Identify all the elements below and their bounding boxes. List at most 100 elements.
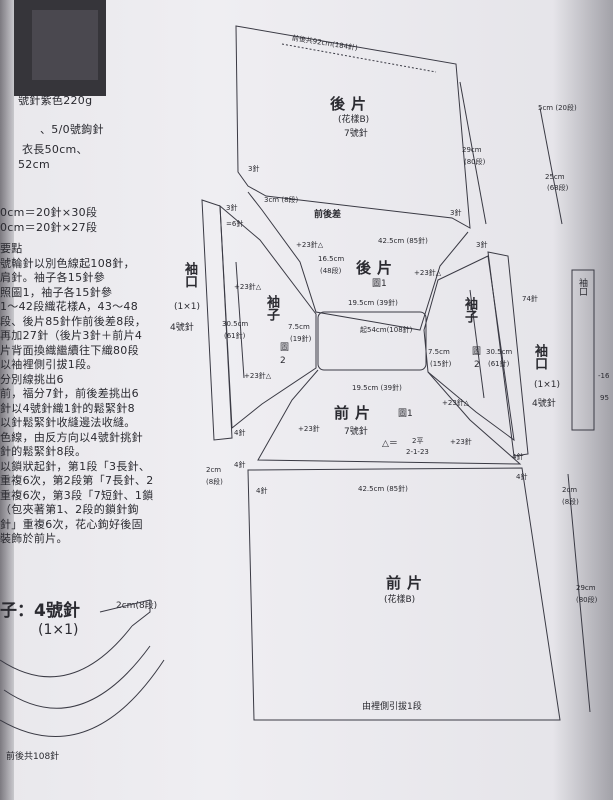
instructions-line: 照圖1，袖子各15針參 xyxy=(0,285,113,299)
yoke-front-needle: 7號針 xyxy=(344,427,368,437)
front-width: 42.5cm (85針) xyxy=(358,485,408,493)
yoke-front-center-width: 19.5cm (39針) xyxy=(352,384,402,392)
neck-outline xyxy=(317,311,427,371)
materials-line: 、5/0號鉤針 xyxy=(40,122,104,136)
triangle-rule: △＝ xyxy=(382,439,398,449)
instructions-line: 再加27針（後片3針＋前片4 xyxy=(0,329,143,342)
sleeve-right-fig: 圖 xyxy=(472,347,482,357)
instructions-line: 針的鬆緊針8段。 xyxy=(0,445,87,458)
back-total-rows: (68段) xyxy=(547,184,569,192)
edge-right-title: 袖口 xyxy=(576,278,589,299)
materials-line: 衣長50cm、 xyxy=(22,143,88,156)
sleeve-left-rows: (61針) xyxy=(224,332,246,340)
instructions-line: 重複6次，第2段第「7長針、2 xyxy=(0,474,154,487)
instructions-line: 肩針。袖子各15針參 xyxy=(0,271,105,284)
triangle-rule-1: 2平 xyxy=(412,437,424,445)
instructions-line: 以袖裡側引拔1段。 xyxy=(0,358,98,371)
cuff-left-width: 2cm xyxy=(206,466,222,474)
sleeve-left-inner-rows: (19針) xyxy=(290,335,312,343)
yoke-front-outline xyxy=(257,369,522,465)
sleeve-left-fig: 圖 xyxy=(280,343,290,353)
sleeve-right-title: 袖子 xyxy=(462,297,477,323)
instructions-line: 以針鬆緊針收縫邊法收縫。 xyxy=(0,416,136,429)
cuff-left-needle: 4號針 xyxy=(170,323,194,333)
sleeve-right-side: 74針 xyxy=(522,295,538,303)
instructions-line: 前，福分7針，前後差挑出6 xyxy=(0,387,139,400)
back-bottom-width: 42.5cm (85針) xyxy=(378,237,428,245)
back-pattern: (花樣B) xyxy=(338,115,370,125)
sleeve-left-side: 4針 xyxy=(234,429,246,437)
cuff-right-bottom: 4針 xyxy=(512,453,524,461)
instructions-line: 段、後片85針作前後差8段， xyxy=(0,314,147,328)
front-height-rows: (80段) xyxy=(576,596,598,604)
yoke-back-center-width: 19.5cm (39針) xyxy=(348,299,398,307)
collar-cast-on: 前後共108針 xyxy=(6,752,60,762)
sleeve-right-num: 2 xyxy=(474,360,480,370)
back-panel-outline xyxy=(235,25,471,229)
cuff-left-title: 袖口 xyxy=(182,262,197,288)
yoke-front-inc-right: +23針 xyxy=(450,438,472,446)
back-title: 後片 xyxy=(330,95,373,113)
back-top-right: 5cm (20段) xyxy=(538,104,577,112)
sleeve-left-inc-bot: +23針△ xyxy=(244,372,272,380)
yoke-back-outline xyxy=(247,191,469,331)
cuff-left-rib: (1×1) xyxy=(174,302,201,312)
instructions-line: 裝飾於前片。 xyxy=(0,532,68,545)
collar-title: 子：4號針 xyxy=(0,601,80,621)
yoke-back-title: 後片 xyxy=(356,259,399,277)
sleeve-right-inc-top: +23針△ xyxy=(414,269,442,277)
cuff-left-rows: (8段) xyxy=(206,478,223,486)
instructions-line: 色線，由反方向以4號針挑針 xyxy=(0,430,143,444)
sleeve-right-inner: 7.5cm xyxy=(428,348,450,356)
back-needle: 7號針 xyxy=(344,129,368,139)
neck-label: 起54cm(108針) xyxy=(360,326,413,334)
edge-right-title-text: 袖口 xyxy=(577,278,587,296)
sleeve-left-num: 2 xyxy=(280,356,286,366)
collar-rows: 2cm(8段) xyxy=(116,601,158,611)
sleeve-right-title-1: 袖子 xyxy=(460,297,479,327)
instructions-line: （包夾著第1、2段的鎖針鉤 xyxy=(0,503,139,516)
instructions-line: 1～42段織花樣A，43～48 xyxy=(0,300,139,313)
cuff-right-title-box: 袖口 xyxy=(530,344,549,374)
page-shadow xyxy=(553,0,613,800)
instructions-line: 針以4號針織1針的鬆緊針8 xyxy=(0,401,135,415)
edge-right-n2: 95 xyxy=(600,394,609,402)
book-spine xyxy=(0,0,14,800)
instructions-line: 要點 xyxy=(0,242,23,255)
back-shoulder-left: 3針 xyxy=(248,165,260,173)
yoke-front-fig: 圖1 xyxy=(398,409,413,419)
collar-rib: (1×1) xyxy=(38,622,79,638)
materials-block: 號針紫色220g 、5/0號鉤針 衣長50cm、 52cm xyxy=(0,94,104,172)
front-pattern: (花樣B) xyxy=(384,595,416,605)
yoke-front-title: 前片 xyxy=(334,404,377,422)
sleeve-right-inner-rows: (15針) xyxy=(430,360,452,368)
cuff-right-width: 2cm xyxy=(562,486,578,494)
instructions-line: 分別線挑出6 xyxy=(0,372,64,386)
yoke-back-rows: (48段) xyxy=(320,267,342,275)
back-shoulder-right: 3針 xyxy=(450,209,462,217)
back-height: 29cm xyxy=(462,146,482,154)
gauge-block: 0cm＝20針×30段 0cm＝20針×27段 xyxy=(0,206,97,235)
sleeve-left-inner: 7.5cm xyxy=(288,323,310,331)
back-dec-left: 3cm (8段) xyxy=(264,196,299,204)
instructions-line: 片背面換織繼續往下織80段 xyxy=(0,343,139,357)
edge-right-n1: -16 xyxy=(598,372,610,380)
cuff-left-mid: =6針 xyxy=(226,220,244,228)
front-height: 29cm xyxy=(576,584,596,592)
front-corner-right: 4針 xyxy=(516,473,528,481)
gauge-line: 0cm＝20針×30段 xyxy=(0,206,98,219)
front-title: 前片 xyxy=(386,574,429,592)
materials-line: 號針紫色220g xyxy=(18,94,93,107)
instructions-line: 重複6次，第3段「7短針、1鎖 xyxy=(0,488,154,502)
back-height-rows: (80段) xyxy=(464,158,486,166)
sleeve-left-height: 30.5cm xyxy=(222,320,249,328)
cuff-left-top: 3針 xyxy=(226,204,238,212)
cuff-right-rows: (8段) xyxy=(562,498,579,506)
yoke-back-inc: +23針△ xyxy=(296,241,324,249)
front-bottom-note: 由裡側引拔1段 xyxy=(362,702,422,712)
yoke-back-height: 16.5cm xyxy=(318,255,345,263)
cuff-right-title: 袖口 xyxy=(532,344,547,370)
triangle-rule-2: 2-1-23 xyxy=(406,448,429,456)
